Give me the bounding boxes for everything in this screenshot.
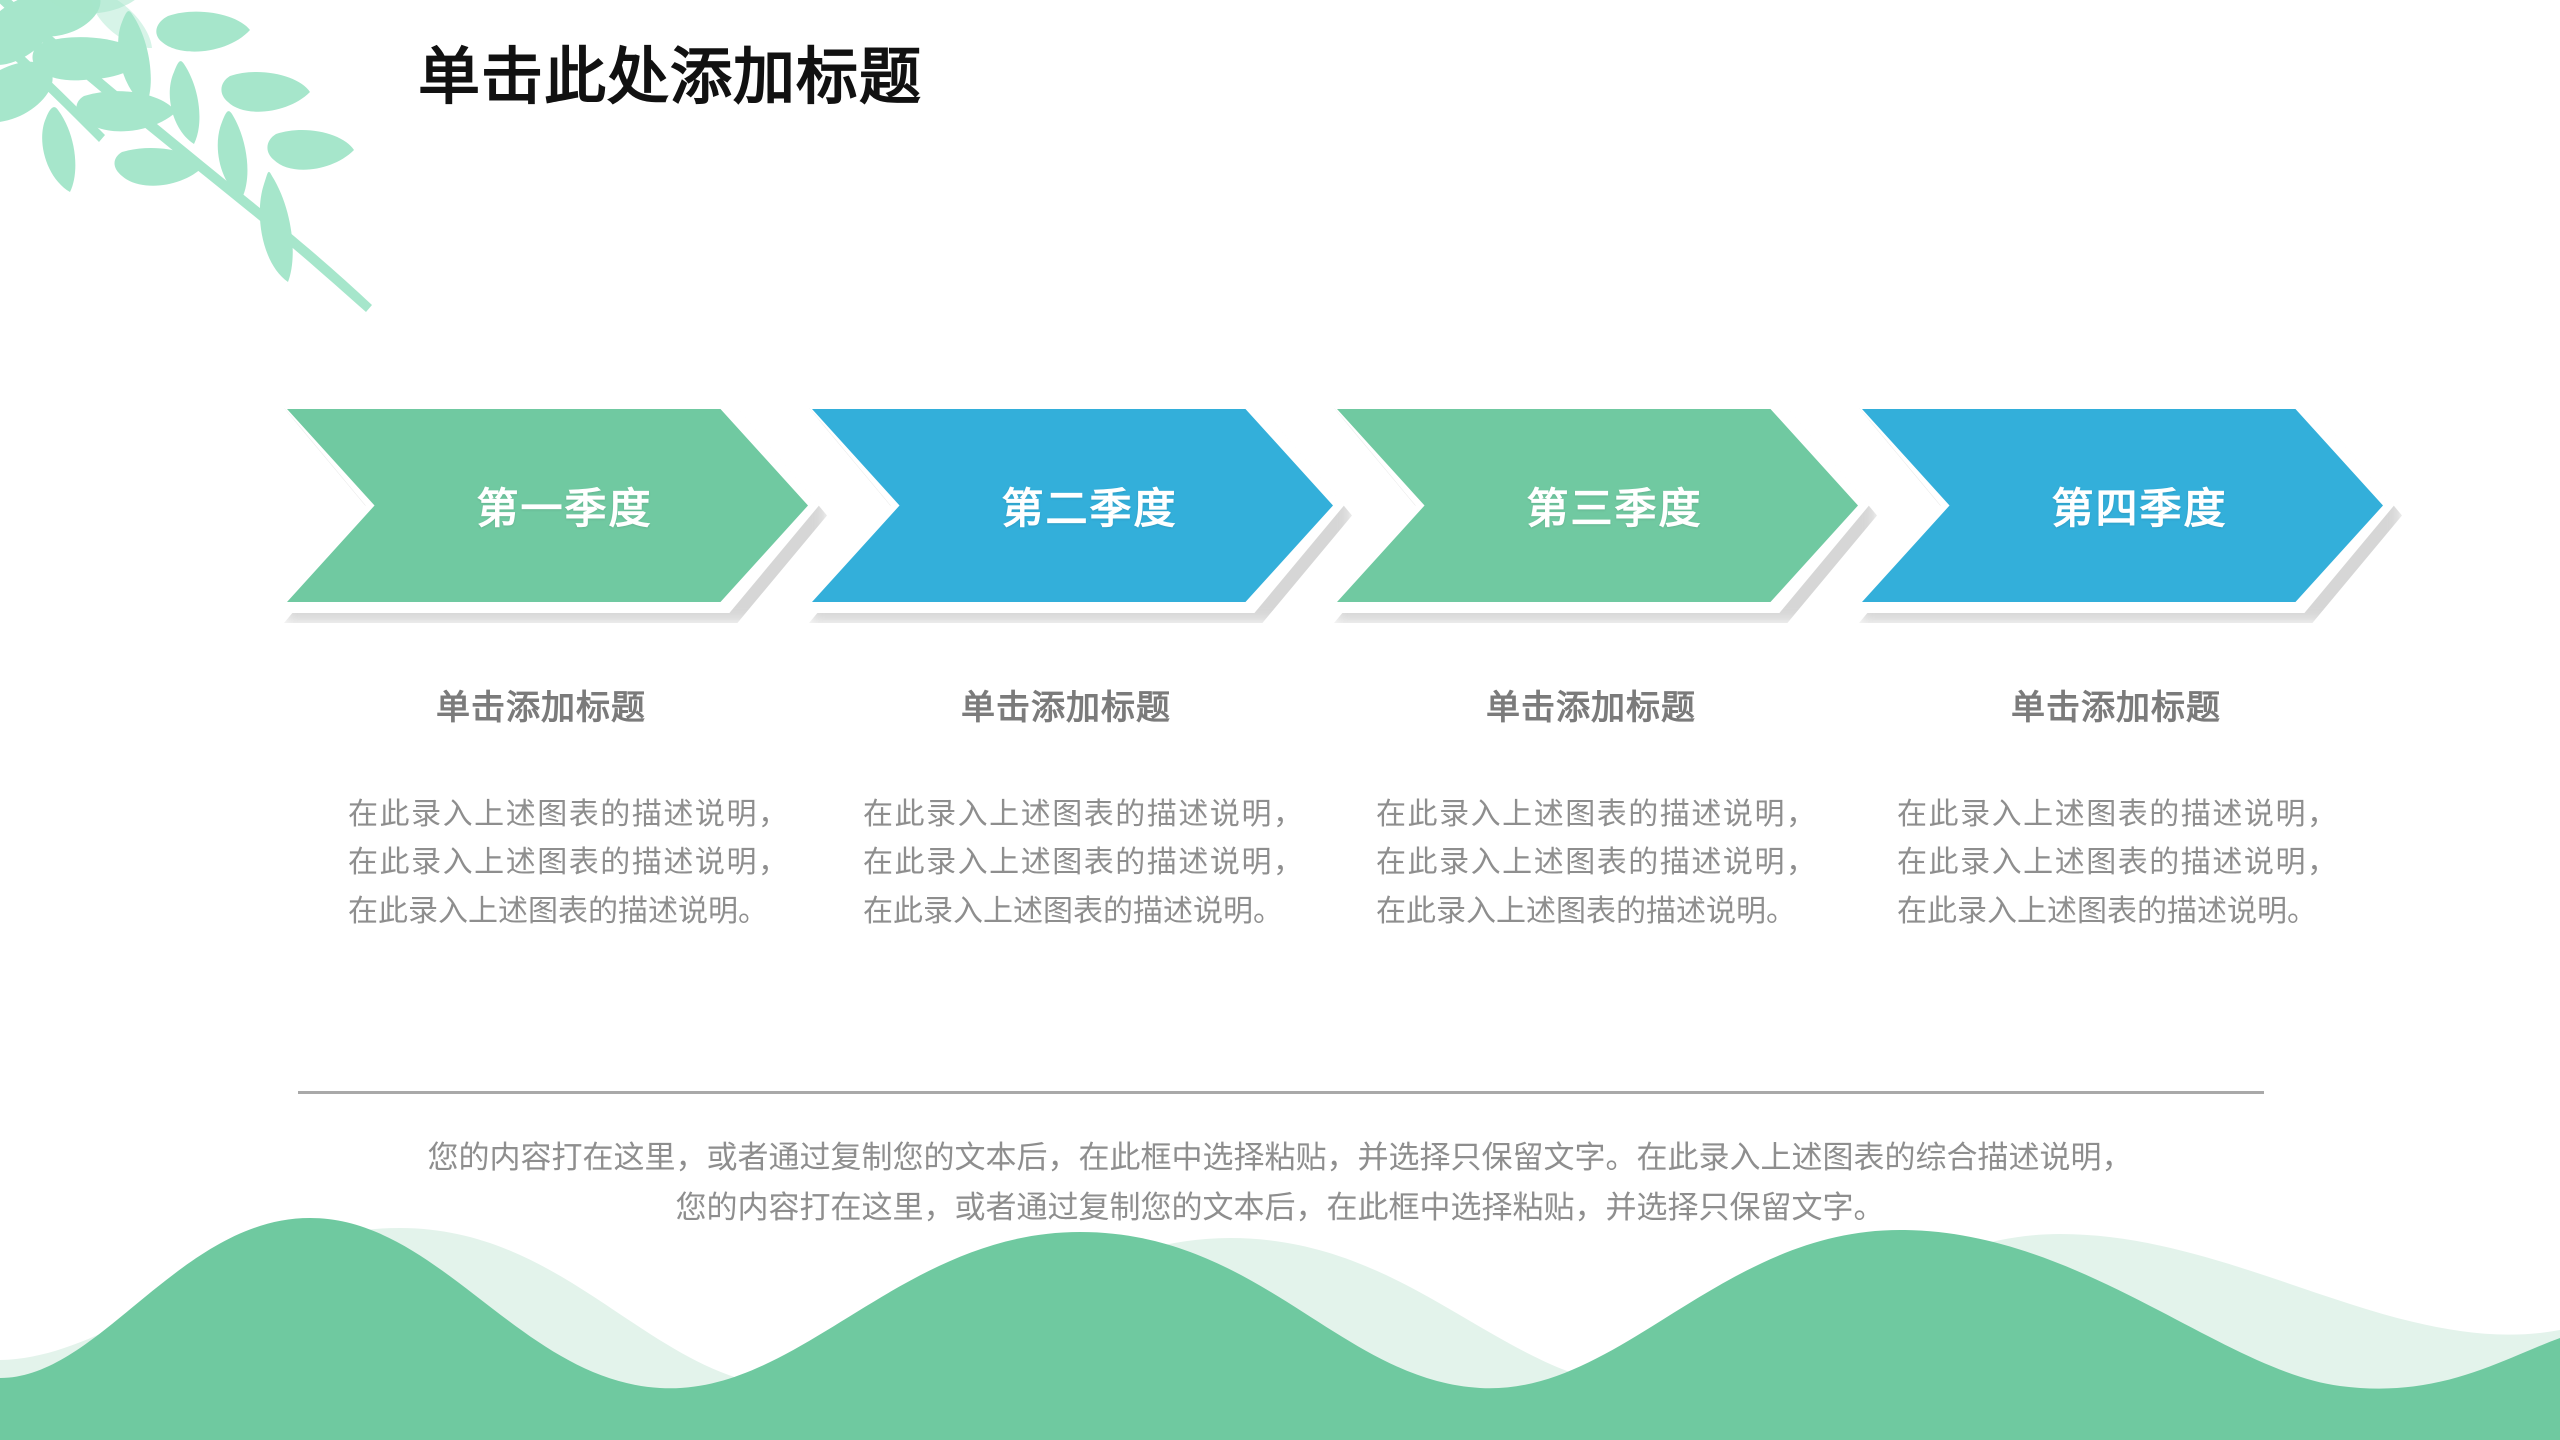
column-body: 在此录入上述图表的描述说明，在此录入上述图表的描述说明，在此录入上述图表的描述说… (1376, 797, 1816, 928)
summary-line-1: 您的内容打在这里，或者通过复制您的文本后，在此框中选择粘贴，并选择只保留文字。在… (427, 1140, 2133, 1175)
column-heading: 单击添加标题 (436, 689, 646, 727)
column-body: 在此录入上述图表的描述说明，在此录入上述图表的描述说明，在此录入上述图表的描述说… (1897, 797, 2337, 928)
summary-text: 您的内容打在这里，或者通过复制您的文本后，在此框中选择粘贴，并选择只保留文字。在… (280, 1133, 2280, 1233)
chevron-label: 第三季度 (1526, 485, 1703, 532)
description-columns: 单击添加标题 在此录入上述图表的描述说明，在此录入上述图表的描述说明，在此录入上… (276, 688, 2392, 1048)
column-heading: 单击添加标题 (961, 689, 1171, 727)
column-1: 单击添加标题 在此录入上述图表的描述说明，在此录入上述图表的描述说明，在此录入上… (276, 688, 806, 937)
column-heading: 单击添加标题 (2011, 689, 2221, 727)
column-body: 在此录入上述图表的描述说明，在此录入上述图表的描述说明，在此录入上述图表的描述说… (348, 797, 788, 928)
chevron-label: 第二季度 (1001, 485, 1178, 532)
column-4: 单击添加标题 在此录入上述图表的描述说明，在此录入上述图表的描述说明，在此录入上… (1851, 688, 2381, 937)
summary-line-2: 您的内容打在这里，或者通过复制您的文本后，在此框中选择粘贴，并选择只保留文字。 (675, 1190, 1885, 1226)
chevron-quarter-1[interactable]: 第一季度 (276, 398, 827, 623)
column-3: 单击添加标题 在此录入上述图表的描述说明，在此录入上述图表的描述说明，在此录入上… (1326, 688, 1856, 937)
column-heading: 单击添加标题 (1486, 689, 1696, 727)
chevron-label: 第四季度 (2051, 485, 2228, 532)
chevron-quarter-2[interactable]: 第二季度 (801, 398, 1352, 623)
column-2: 单击添加标题 在此录入上述图表的描述说明，在此录入上述图表的描述说明，在此录入上… (801, 688, 1331, 937)
horizontal-divider (298, 1091, 2264, 1094)
quarter-chevron-row: 第一季度 第二季度 第三季度 第四季度 (276, 398, 2402, 628)
column-body: 在此录入上述图表的描述说明，在此录入上述图表的描述说明，在此录入上述图表的描述说… (863, 797, 1303, 928)
wave-hills-icon (0, 1218, 2560, 1440)
chevron-label: 第一季度 (476, 485, 653, 532)
chevron-quarter-3[interactable]: 第三季度 (1326, 398, 1877, 623)
chevron-quarter-4[interactable]: 第四季度 (1851, 398, 2402, 623)
page-title: 单击此处添加标题 (418, 43, 923, 112)
leaf-branch-icon (0, 0, 372, 312)
